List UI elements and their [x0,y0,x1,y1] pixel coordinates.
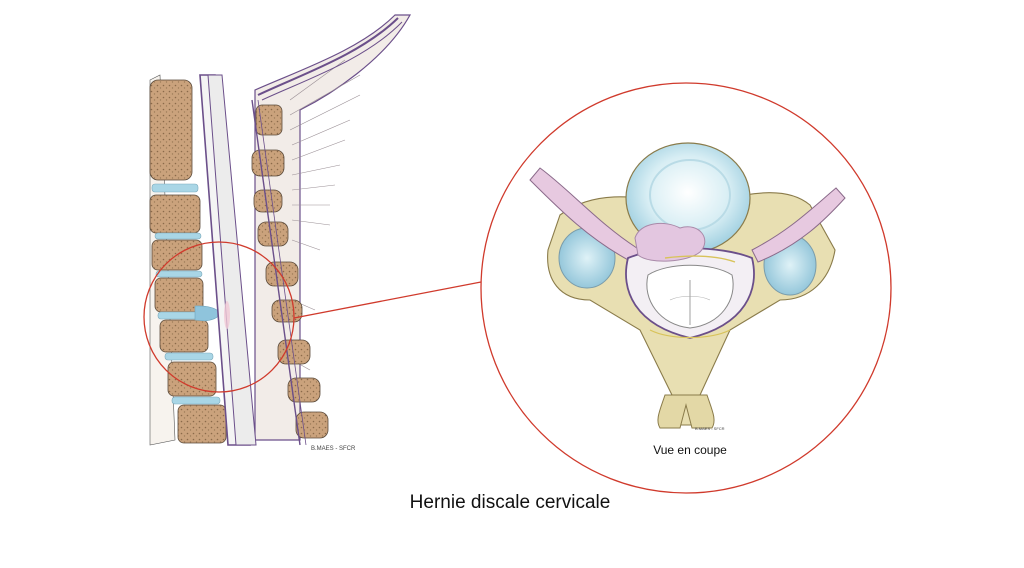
section-illustration-credit: B.MAES - SFCR [695,426,725,431]
herniated-disc [194,305,220,322]
callout-connector-line [293,281,482,319]
section-caption: Vue en coupe [653,443,727,457]
posterior-soft-tissue [254,14,412,441]
sagittal-spine-drawing [149,14,412,446]
nerve-root-right [751,187,846,263]
cord-compression [224,301,230,329]
slide-title: Hernie discale cervicale [409,492,611,513]
callout-circle-large [480,82,892,494]
muscle-lines [289,59,361,371]
axial-vertebra-section [529,142,846,429]
callout-circle-small [143,241,295,393]
spine-illustration-credit: B.MAES - SFCR [311,446,356,452]
disc-herniation [634,222,706,262]
spinous-process [657,394,715,429]
